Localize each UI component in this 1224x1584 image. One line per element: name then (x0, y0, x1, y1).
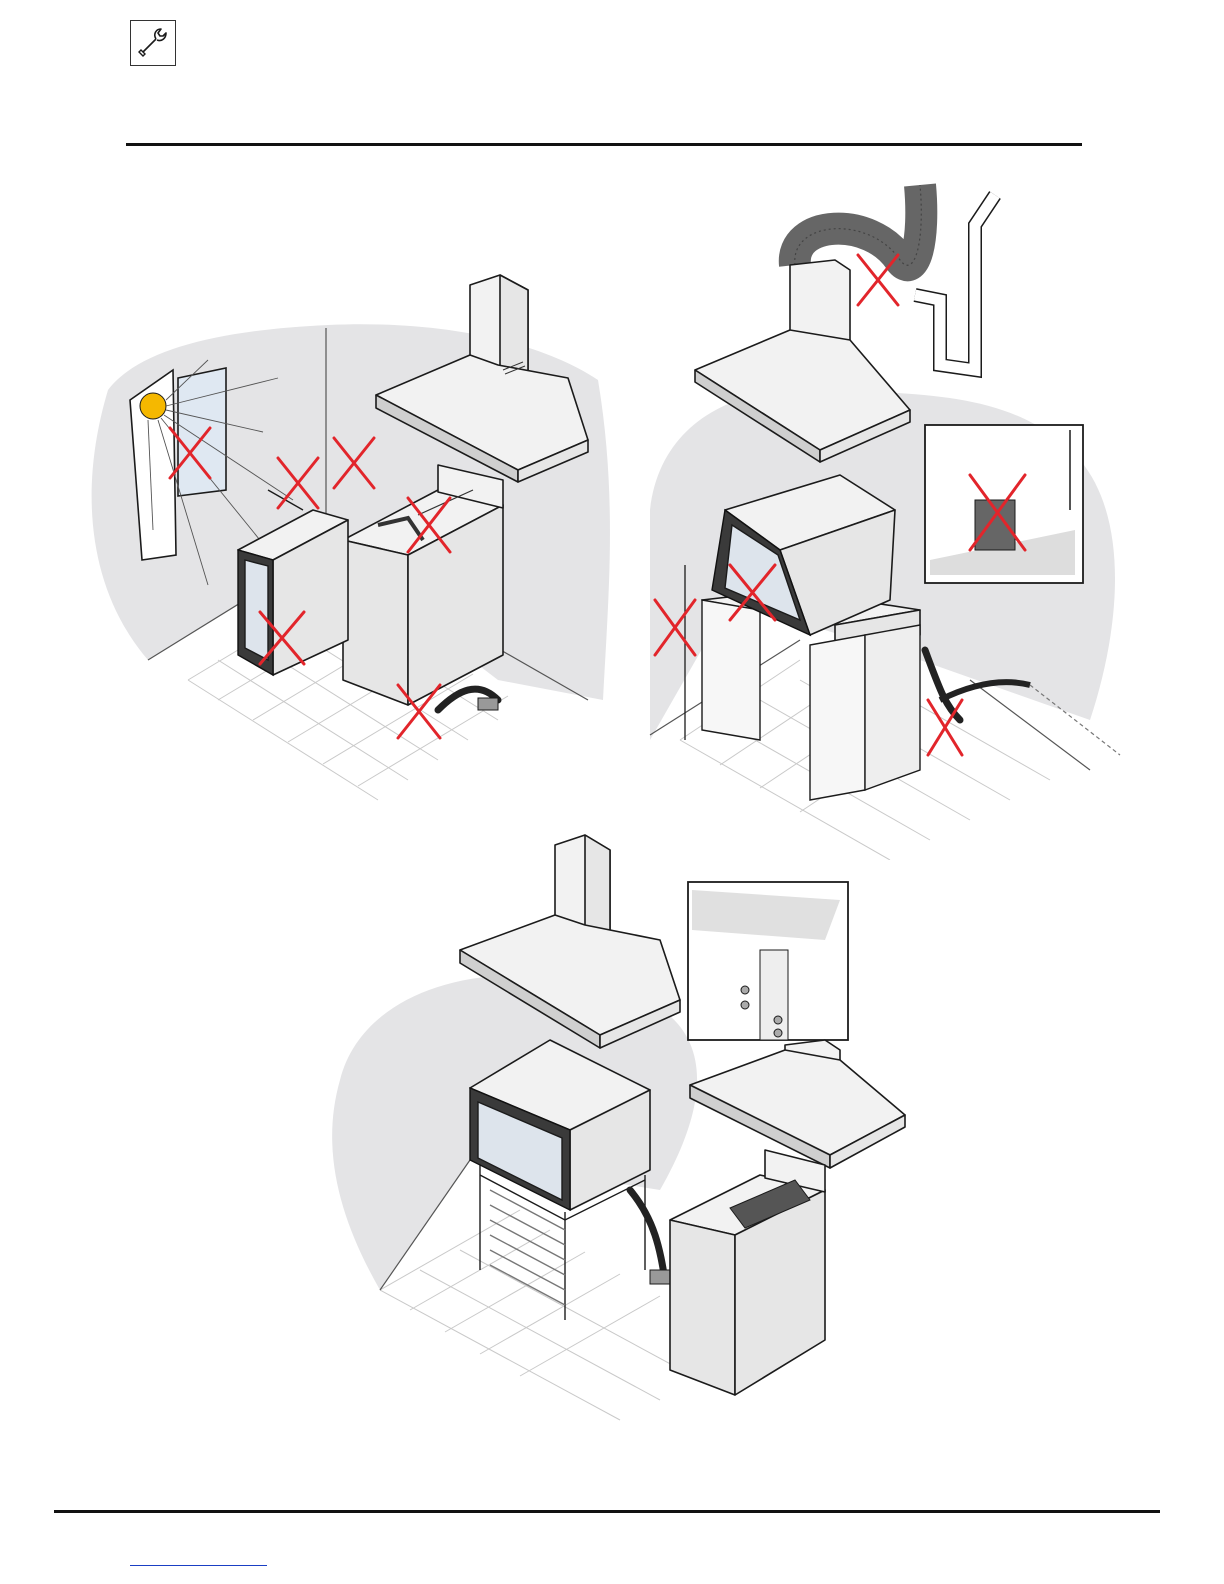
sun-icon (140, 393, 166, 419)
fryer-icon (670, 1150, 825, 1395)
figure-correct-installation (320, 830, 920, 1430)
footer-link[interactable] (130, 1550, 267, 1566)
header-rule (126, 143, 1082, 146)
flexible-duct-icon (795, 185, 922, 265)
figure-hood-and-support (640, 180, 1130, 860)
footer-rule (54, 1510, 1160, 1513)
drain-icon (478, 698, 498, 710)
floor-tiles (380, 1210, 700, 1420)
extraction-hood-icon (690, 1040, 905, 1168)
wrench-icon (130, 20, 176, 66)
figure-installation-hazards (78, 260, 618, 820)
detail-inset-icon (688, 882, 848, 1040)
